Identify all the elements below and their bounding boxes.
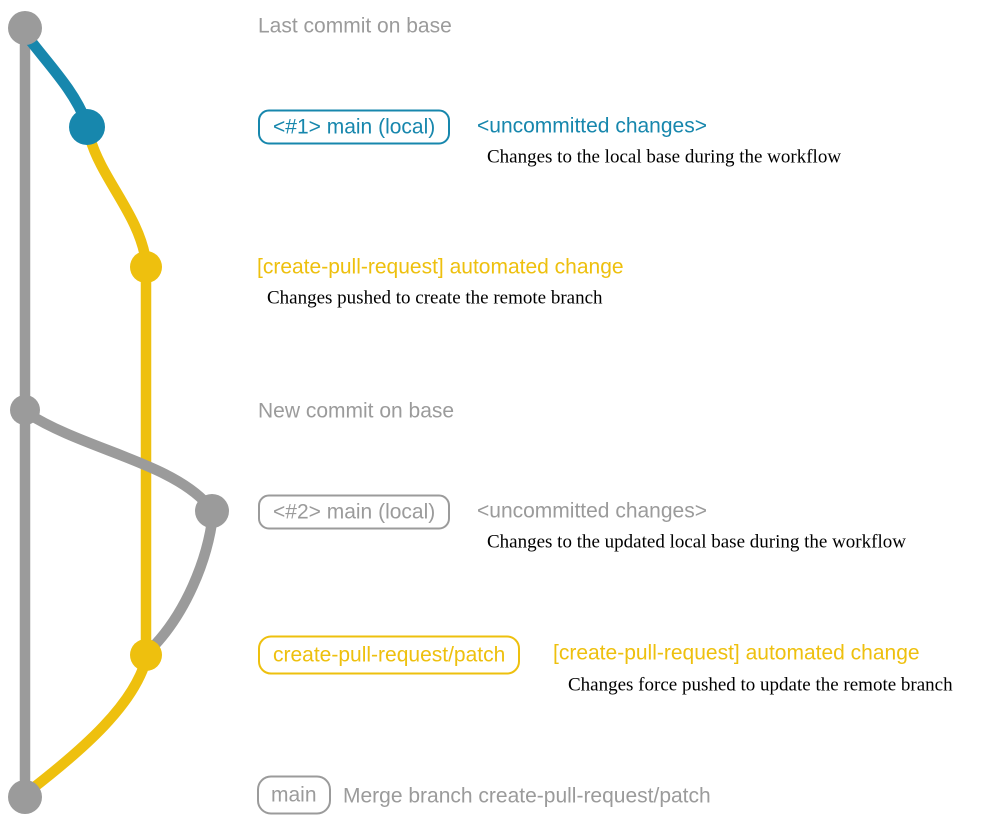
description-push-create: Changes pushed to create the remote bran… bbox=[267, 287, 603, 309]
force-push-curve bbox=[144, 508, 219, 656]
label-last-commit-on-base: Last commit on base bbox=[258, 14, 452, 38]
description-uncommitted-1: Changes to the local base during the wor… bbox=[487, 146, 842, 168]
label-new-commit-on-base: New commit on base bbox=[258, 399, 455, 423]
branch-tag-main-local-1: <#1> main (local) bbox=[258, 109, 451, 145]
commit-title-automated-change-1: [create-pull-request] automated change bbox=[257, 255, 624, 279]
merge-curve bbox=[22, 654, 152, 798]
git-graph bbox=[8, 11, 229, 814]
commit-dot-main-local-2 bbox=[195, 494, 229, 528]
commit-title-automated-change-2: [create-pull-request] automated change bbox=[553, 641, 920, 665]
merge-commit-message: Merge branch create-pull-request/patch bbox=[343, 784, 711, 808]
commit-dot-main-local-1 bbox=[69, 109, 105, 145]
patch-branch-line bbox=[84, 132, 152, 656]
description-force-push: Changes force pushed to update the remot… bbox=[568, 674, 953, 696]
branch-tag-main: main bbox=[257, 775, 331, 815]
updated-main-local-curve bbox=[21, 407, 214, 511]
commit-dot-patch-1 bbox=[130, 251, 162, 283]
main-local-branch-curve bbox=[21, 30, 92, 128]
status-uncommitted-changes-1: <uncommitted changes> bbox=[477, 114, 707, 138]
commit-dot-new-base bbox=[10, 395, 40, 425]
status-uncommitted-changes-2: <uncommitted changes> bbox=[477, 499, 707, 523]
commit-dot-last-base bbox=[8, 11, 42, 45]
description-uncommitted-2: Changes to the updated local base during… bbox=[487, 531, 906, 553]
commit-dot-merge bbox=[8, 780, 42, 814]
branch-tag-main-local-2: <#2> main (local) bbox=[258, 494, 451, 530]
commit-dot-patch-2 bbox=[130, 639, 162, 671]
branch-tag-patch: create-pull-request/patch bbox=[258, 635, 521, 675]
